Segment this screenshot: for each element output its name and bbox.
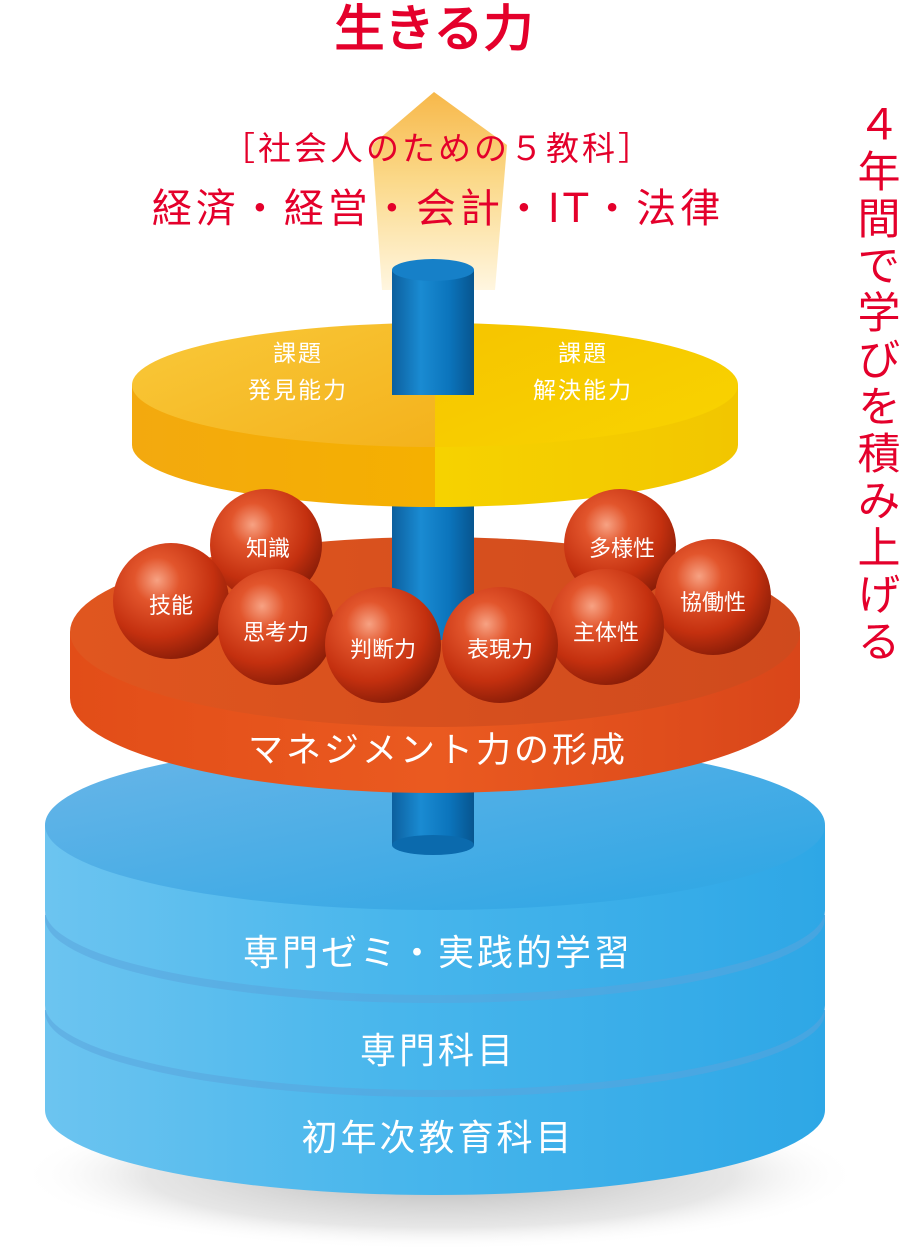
sphere-group	[113, 489, 771, 703]
sphere-expression	[442, 587, 558, 703]
yellow-disc-top-right	[435, 323, 738, 447]
subject-bracket: ［社会人のための５教科］	[222, 129, 654, 168]
subject-list: 経済・経営・会計・IT・法律	[152, 186, 724, 232]
pillar-top-cap	[392, 259, 474, 281]
disc-left-line1: 課題	[273, 341, 323, 367]
sphere-label-thinking: 思考力	[243, 621, 309, 646]
disc-left-line2: 発見能力	[248, 378, 348, 404]
base-layer-3-label: 初年次教育科目	[301, 1118, 574, 1159]
sphere-collaboration	[655, 539, 771, 655]
disc-right-line1: 課題	[558, 341, 608, 367]
sphere-label-collaboration: 協働性	[680, 591, 746, 616]
orange-disc-label: マネジメント力の形成	[248, 731, 628, 771]
base-layer-1-label: 専門ゼミ・実践的学習	[243, 933, 633, 974]
sphere-label-independence: 主体性	[573, 621, 639, 646]
sphere-judgment	[325, 587, 441, 703]
rising-arrow	[372, 92, 507, 290]
yellow-disc	[132, 323, 738, 507]
sphere-thinking	[218, 569, 334, 685]
sphere-label-knowledge: 知識	[246, 537, 290, 562]
pillar-upper	[392, 270, 474, 395]
main-title: 生きる力	[335, 0, 534, 58]
sphere-label-diversity: 多様性	[589, 537, 655, 562]
pillar-lower-base	[392, 835, 474, 855]
side-caption: ４年間で学びを積み上げる	[850, 102, 900, 666]
sphere-label-judgment: 判断力	[350, 638, 416, 663]
disc-right-line2: 解決能力	[533, 378, 633, 404]
yellow-disc-top-left	[132, 323, 435, 447]
sphere-label-expression: 表現力	[467, 638, 533, 663]
sphere-label-skill: 技能	[149, 594, 193, 619]
base-layer-2-label: 専門科目	[360, 1031, 516, 1072]
sphere-independence	[548, 569, 664, 685]
sphere-skill	[113, 543, 229, 659]
